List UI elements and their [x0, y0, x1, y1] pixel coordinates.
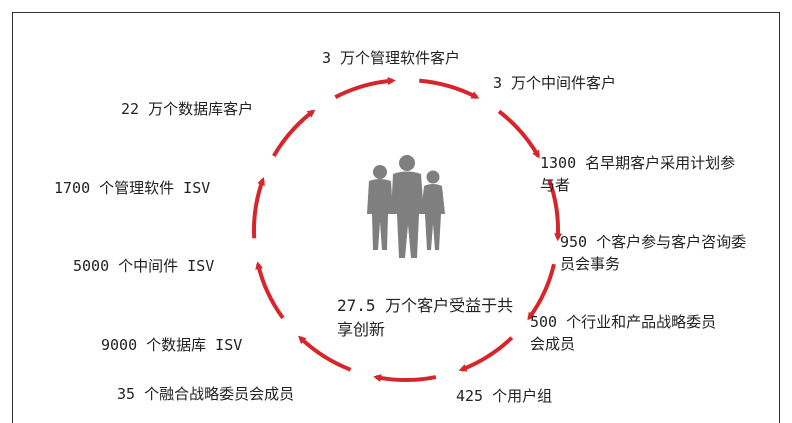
people-silhouette-icon: [367, 155, 445, 258]
label-early-adopter-program: 1300 名早期客户采用计划参与者: [540, 154, 736, 194]
label-industry-product-strategy-council: 500 个行业和产品战略委员会成员: [530, 313, 717, 353]
cycle-arrow-segment: [298, 335, 352, 372]
frame-border-top: [12, 12, 780, 13]
cycle-arrows: [251, 77, 563, 383]
label-customer-advisory-board: 950 个客户参与客户咨询委员会事务: [560, 233, 747, 273]
cycle-arrow-segment: [272, 109, 316, 158]
frame-border-left: [12, 12, 13, 423]
cycle-arrow-segment: [334, 77, 396, 99]
cycle-arrow-segment: [547, 179, 563, 242]
cycle-arrow-segment: [458, 336, 514, 372]
cycle-arrow-segment: [527, 263, 556, 321]
label-middleware-customers: 3 万个中间件客户: [493, 74, 617, 92]
cycle-arrow-segment: [255, 261, 285, 320]
label-management-software-customers: 3 万个管理软件客户: [322, 49, 461, 67]
cycle-arrow-segment: [419, 78, 480, 99]
cycle-arrow-segment: [251, 176, 265, 239]
label-management-software-isv: 1700 个管理软件 ISV: [54, 179, 211, 197]
frame-border-right: [779, 12, 780, 423]
cycle-arrow-segment: [373, 374, 437, 383]
label-database-isv: 9000 个数据库 ISV: [101, 336, 243, 354]
center-summary-text: 27.5 万个客户受益于共享创新: [337, 296, 514, 339]
cycle-arrow-segment: [497, 109, 540, 159]
label-database-customers: 22 万个数据库客户: [121, 100, 254, 118]
label-middleware-isv: 5000 个中间件 ISV: [73, 257, 215, 275]
label-fusion-strategy-council: 35 个融合战略委员会成员: [117, 385, 295, 403]
label-user-groups: 425 个用户组: [456, 387, 553, 405]
